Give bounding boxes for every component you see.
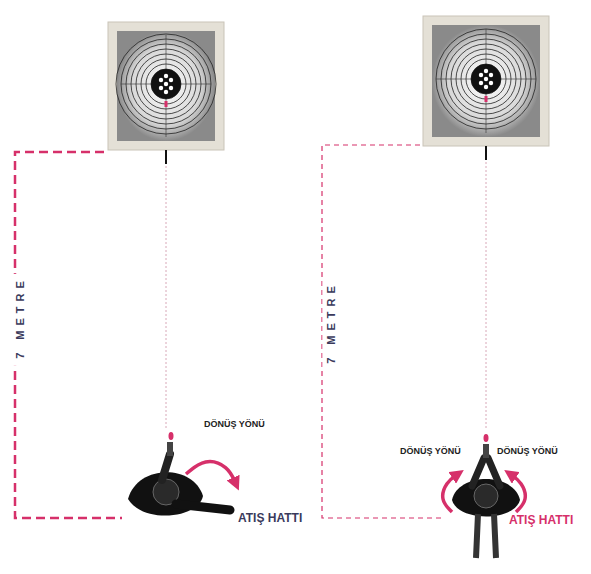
distance-label: 7 METRE [12, 274, 29, 366]
direction-label: ATIŞ HATTI [509, 514, 573, 526]
rotation-arrow [443, 474, 458, 512]
direction-label: DÖNÜŞ YÖNÜ [204, 420, 265, 429]
rotation-arrow [186, 462, 236, 484]
distance-bracket [15, 152, 122, 518]
distance-bracket [322, 145, 445, 518]
direction-label: ATIŞ HATTI [238, 512, 302, 524]
direction-label: DÖNÜŞ YÖNÜ [400, 447, 461, 456]
target [108, 22, 224, 164]
target [423, 16, 549, 160]
direction-label: DÖNÜŞ YÖNÜ [497, 447, 558, 456]
distance-label: 7 METRE [323, 279, 340, 371]
rotation-arrow [510, 474, 525, 512]
shooter-figure [128, 432, 230, 516]
